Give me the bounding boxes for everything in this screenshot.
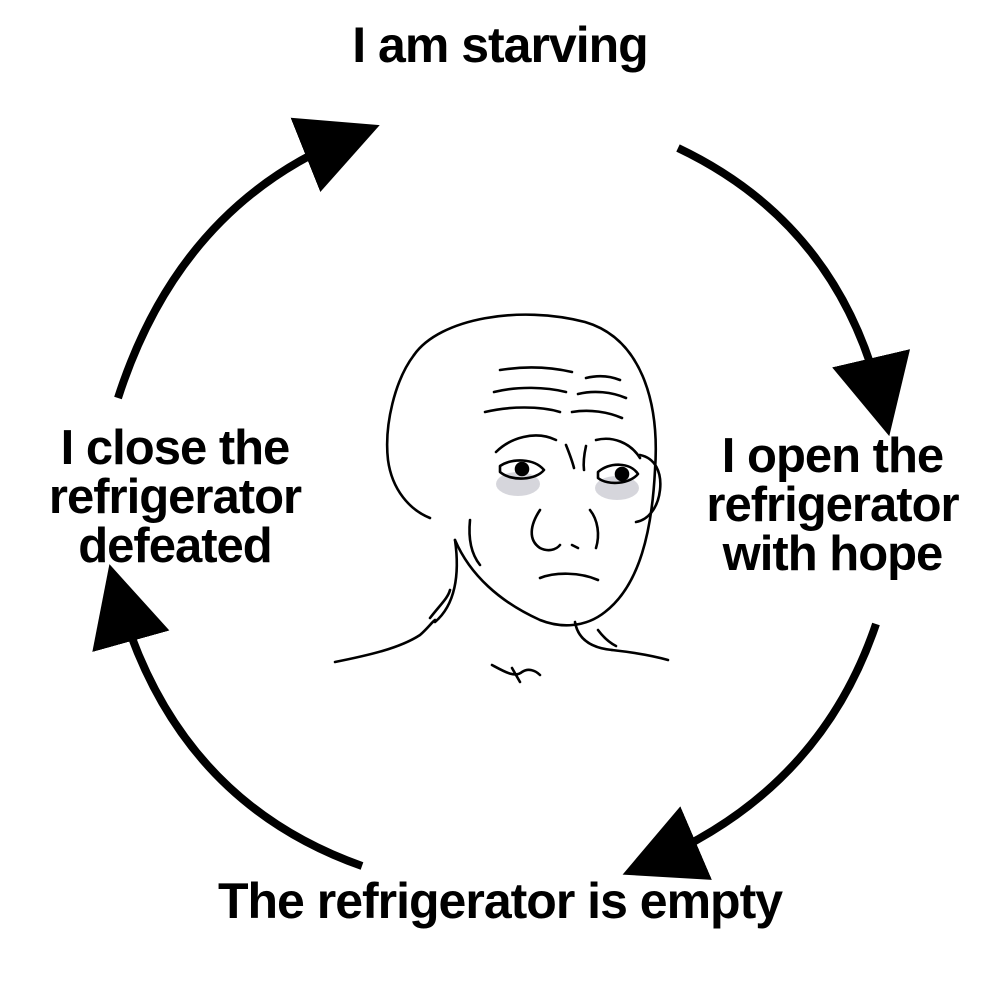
cycle-step-line: I close the xyxy=(60,421,291,475)
cycle-step-line: I am starving xyxy=(352,17,648,73)
cycle-step-line: I open the xyxy=(721,429,944,483)
arrow-top-to-right xyxy=(676,144,911,437)
cycle-step-refrigerator-empty: The refrigerator is empty xyxy=(100,876,900,926)
sad-wojak-face-icon xyxy=(333,313,670,684)
cycle-step-line: The refrigerator is empty xyxy=(217,873,783,929)
cycle-step-starving: I am starving xyxy=(200,20,800,70)
cycle-step-close-refrigerator: I close the refrigerator defeated xyxy=(0,424,350,571)
arrow-bottom-to-left xyxy=(92,564,364,870)
arrow-left-to-top xyxy=(114,117,380,400)
cycle-step-line: refrigerator xyxy=(706,478,959,532)
cycle-step-line: defeated xyxy=(78,519,273,573)
cycle-step-open-refrigerator: I open the refrigerator with hope xyxy=(665,432,1000,579)
cycle-step-line: with hope xyxy=(722,527,944,581)
arrow-right-to-bottom xyxy=(622,622,880,880)
cycle-step-line: refrigerator xyxy=(48,470,302,524)
